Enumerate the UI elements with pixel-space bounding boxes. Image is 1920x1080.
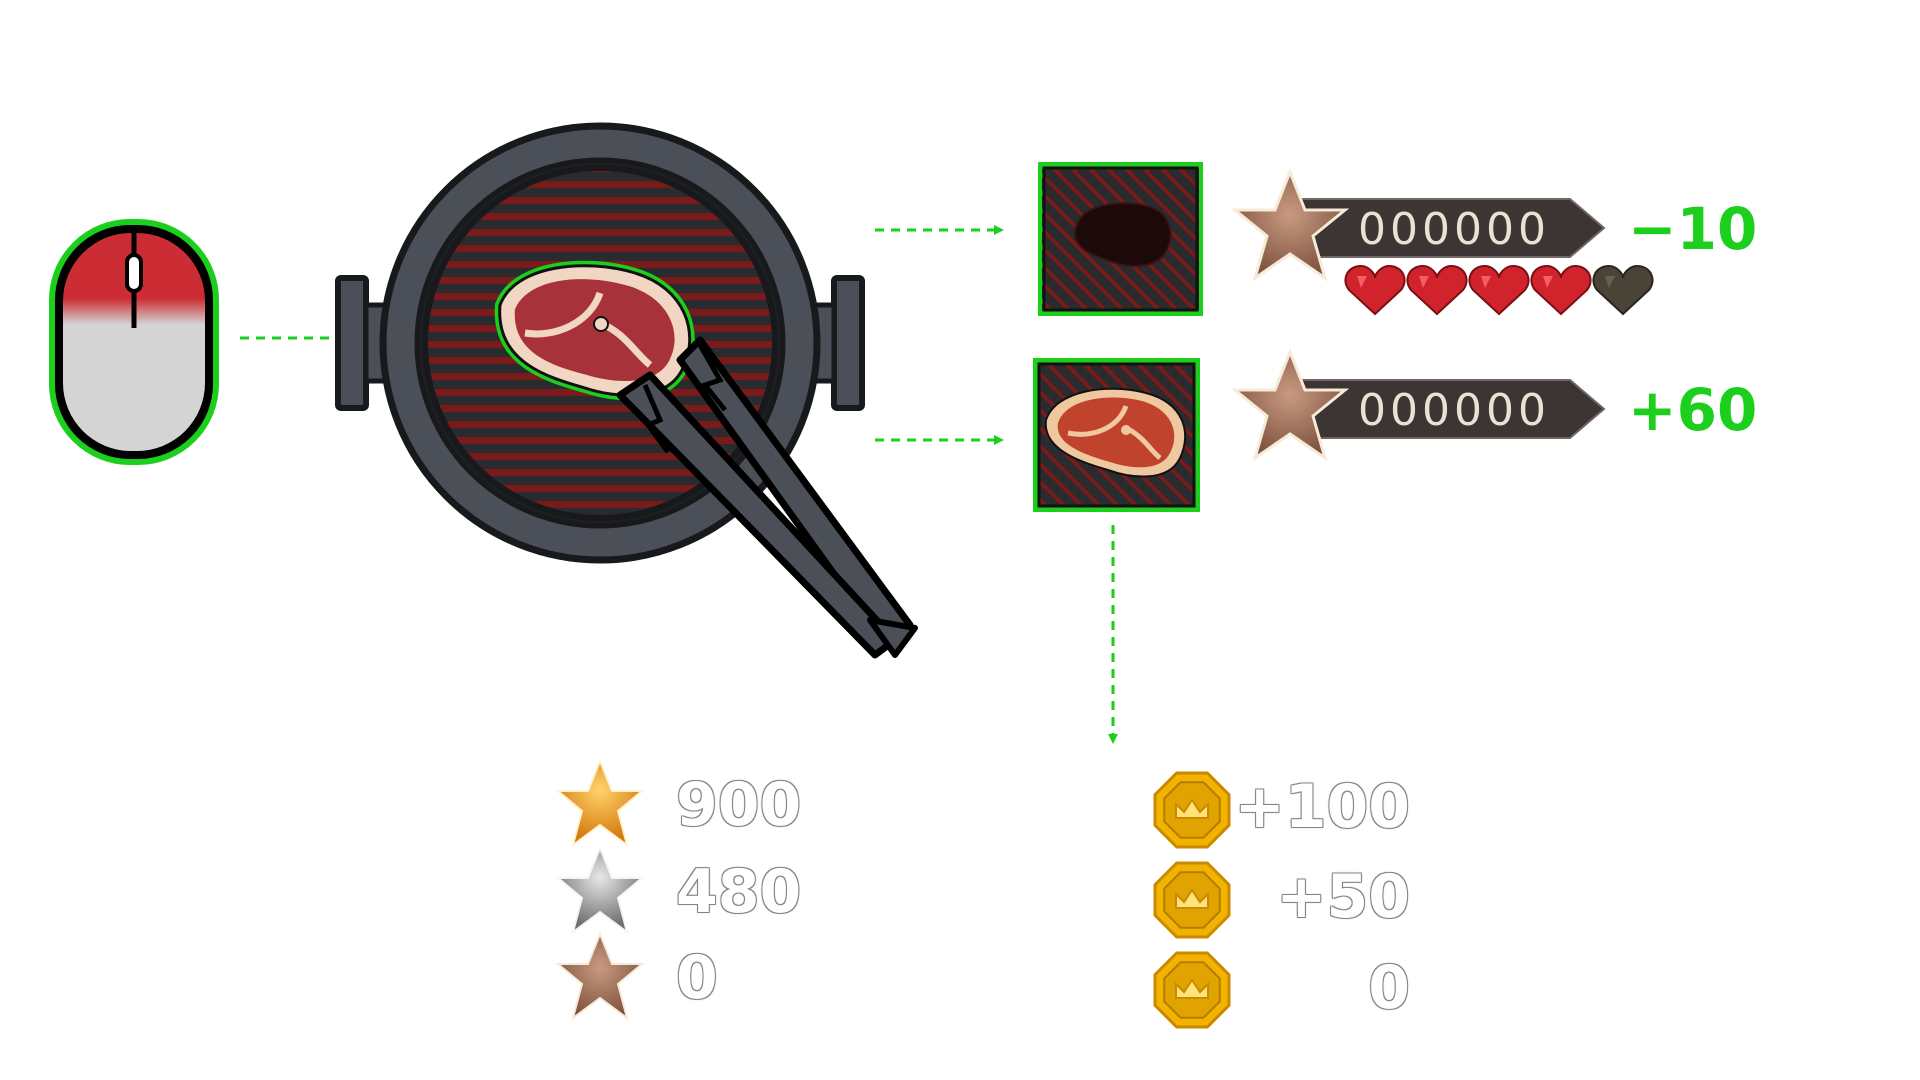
grate-bar xyxy=(1038,446,1098,506)
heart-full-icon xyxy=(1344,264,1406,316)
grate-bar xyxy=(425,428,775,437)
grate-bar xyxy=(425,492,775,501)
coin-value-1: +100 xyxy=(1234,772,1410,842)
delta-burnt: −10 xyxy=(1628,195,1758,263)
score-counter-cooked: 000000 xyxy=(1230,347,1606,462)
bronze-star-icon xyxy=(1230,347,1350,462)
grate-bar xyxy=(1042,303,1049,310)
grate-bar xyxy=(425,188,775,197)
silver-star-icon xyxy=(555,845,645,935)
grate-bar xyxy=(1042,231,1121,310)
grate-bar xyxy=(1161,364,1195,401)
grate-bar xyxy=(425,460,775,469)
coin-column xyxy=(1153,771,1231,1029)
grate-bar xyxy=(1125,364,1195,437)
burnt-steak-icon xyxy=(1038,162,1203,316)
bronze-star-icon xyxy=(555,931,645,1021)
grate-bar xyxy=(1112,168,1199,258)
grate-bar xyxy=(425,412,775,421)
heart-full-icon xyxy=(1530,264,1592,316)
grate-bar xyxy=(1038,428,1116,506)
grate-bar xyxy=(1042,213,1139,310)
heart-empty-icon xyxy=(1592,264,1654,316)
gold-star-value: 900 xyxy=(676,770,802,840)
grate-bar xyxy=(1042,249,1103,310)
score-counter-burnt: 000000 xyxy=(1230,167,1606,282)
grate-bar xyxy=(1038,500,1044,506)
grate-bar xyxy=(1143,364,1195,419)
grate-bar xyxy=(425,444,775,453)
delta-cooked: +60 xyxy=(1628,376,1758,444)
grate-bar xyxy=(425,172,775,181)
counter-text-cooked: 000000 xyxy=(1358,385,1550,436)
silver-star-value: 480 xyxy=(676,857,802,927)
raw-steak-icon xyxy=(494,260,695,401)
bronze-star-value: 0 xyxy=(676,943,718,1013)
bronze-star-icon xyxy=(1230,167,1350,282)
grate-bar xyxy=(1166,168,1199,204)
grate-bar xyxy=(425,396,775,405)
crown-coin-icon xyxy=(1153,771,1231,849)
grate-bar xyxy=(425,476,775,485)
heart-full-icon xyxy=(1406,264,1468,316)
grate-bar xyxy=(425,508,775,517)
crown-coin-icon xyxy=(1153,861,1231,939)
grate-bar xyxy=(1038,464,1080,506)
coin-value-2: +50 xyxy=(1276,862,1410,932)
hearts-row xyxy=(1344,264,1654,316)
gold-star-icon xyxy=(555,758,645,848)
coin-value-3: 0 xyxy=(1368,953,1410,1023)
grate-bar xyxy=(1130,168,1199,240)
mouse-left-click-icon xyxy=(49,219,219,465)
tongs-icon xyxy=(616,336,918,659)
counter-text-burnt: 000000 xyxy=(1358,204,1550,255)
grate-bar xyxy=(1094,168,1199,276)
grate-bar xyxy=(425,236,775,245)
grate-bar xyxy=(425,252,775,261)
grate-bar xyxy=(425,204,775,213)
grate-bar xyxy=(1148,168,1199,222)
cooked-steak-icon xyxy=(1033,358,1200,512)
crown-coin-icon xyxy=(1153,951,1231,1029)
grate-bar xyxy=(1042,267,1085,310)
grate-bar xyxy=(425,220,775,229)
heart-full-icon xyxy=(1468,264,1530,316)
